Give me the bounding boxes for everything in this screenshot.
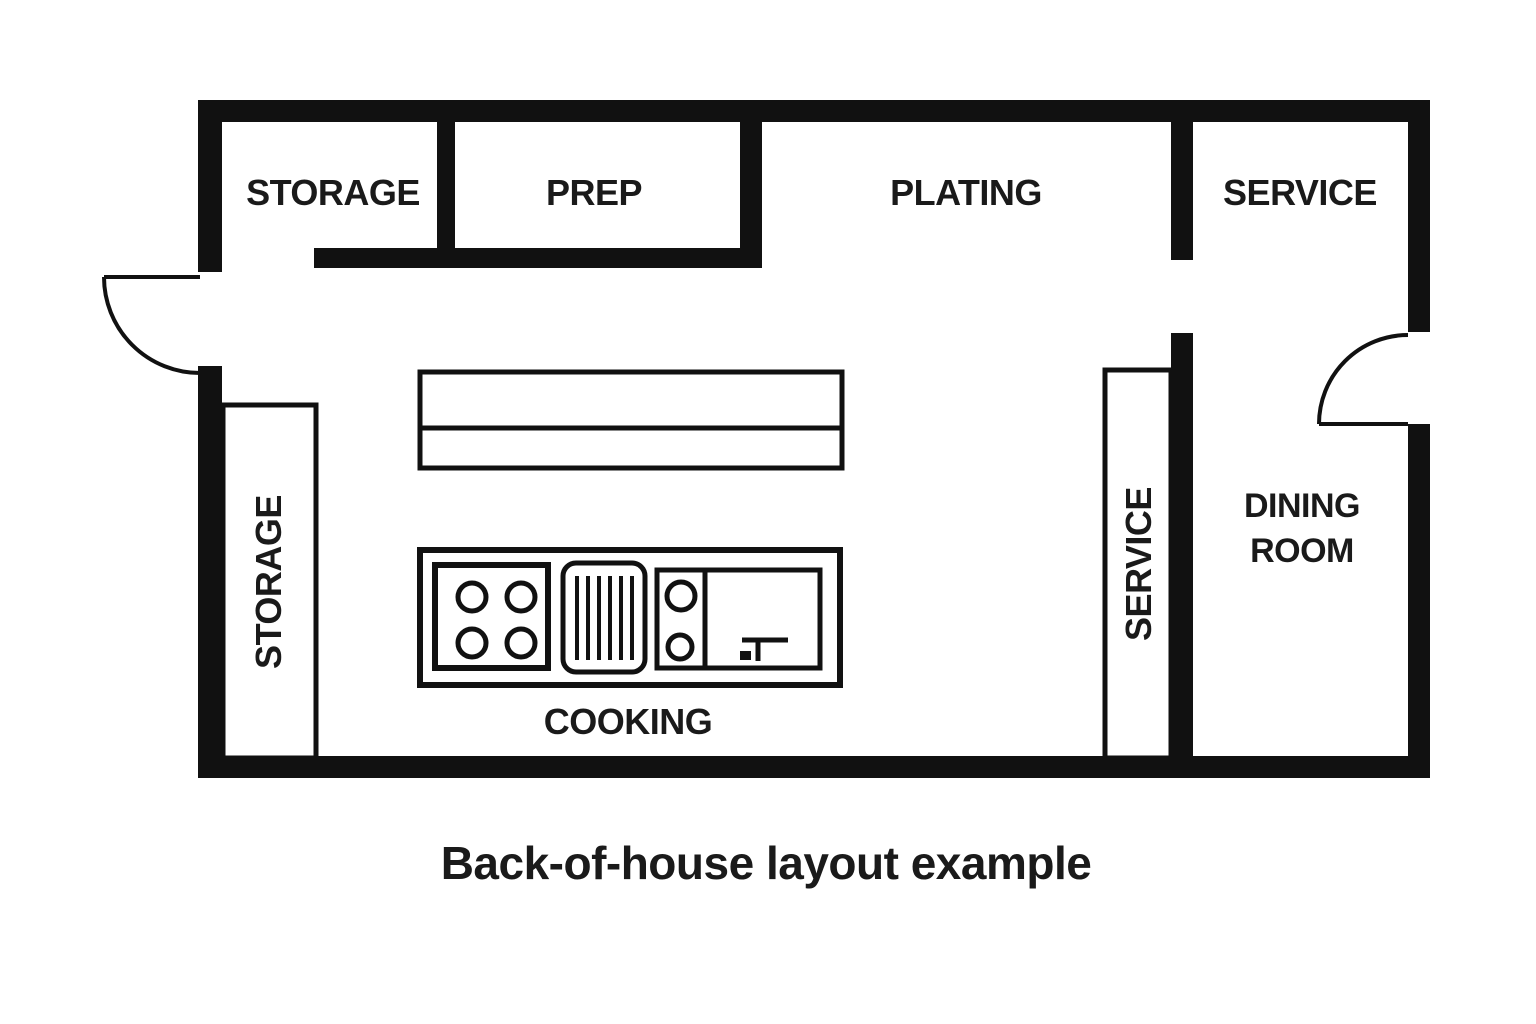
interior-walls — [314, 122, 1193, 756]
wall-kitchen-dining — [1171, 333, 1193, 756]
diagram-title: Back-of-house layout example — [440, 837, 1092, 889]
storage-corridor-box — [220, 402, 319, 761]
stove-burner-icon — [665, 632, 695, 662]
room-label-dining-room: DINING ROOM — [1244, 487, 1361, 570]
counter-outline — [417, 369, 845, 471]
room-label-plating: PLATING — [890, 172, 1042, 213]
cooking-station — [417, 547, 843, 688]
wall-top — [198, 100, 1430, 122]
door-swing-icon-left — [102, 275, 201, 375]
exterior-walls — [198, 100, 1430, 778]
room-label-storage-top: STORAGE — [246, 172, 420, 213]
wall-left-upper — [198, 100, 222, 272]
stove-burner-icon — [504, 626, 538, 660]
room-label-storage-left: STORAGE — [239, 402, 299, 762]
room-label-prep: PREP — [545, 172, 643, 213]
counter-icon — [417, 369, 845, 471]
wall-right-upper — [1408, 100, 1430, 332]
stove-outline — [432, 562, 551, 671]
stove-burner-icon — [504, 580, 538, 614]
stove-burner-icon — [455, 626, 489, 660]
room-label-cooking: COOKING — [543, 701, 713, 742]
stove-four-burner — [432, 562, 551, 671]
room-label-service-right-text: SERVICE — [1118, 487, 1159, 641]
faucet-icon — [740, 637, 788, 661]
stove-burner-icon — [664, 579, 698, 613]
wall-right-lower — [1408, 424, 1430, 778]
grill-icon — [560, 560, 648, 675]
wall-plating-service-divider — [1171, 122, 1193, 260]
wall-storage-prep-divider — [437, 122, 455, 268]
service-corridor-box — [1102, 367, 1174, 761]
door-arc-left — [102, 276, 201, 375]
door-swing-icon-right — [1317, 333, 1409, 426]
wall-prep-plating-divider — [740, 122, 762, 268]
room-label-storage-left-text: STORAGE — [248, 495, 289, 669]
range-and-sink-unit — [654, 567, 823, 671]
grill-outline — [560, 560, 648, 675]
wall-bottom — [198, 756, 1430, 778]
faucet-dot — [740, 651, 751, 660]
wall-left-lower — [198, 366, 222, 778]
room-label-service-top: SERVICE — [1223, 172, 1377, 213]
unit-outline — [654, 567, 823, 671]
door-arc-right — [1317, 333, 1409, 425]
wall-below-storage-prep — [314, 248, 762, 268]
stove-burner-icon — [455, 580, 489, 614]
room-label-service-right: SERVICE — [1109, 384, 1169, 744]
